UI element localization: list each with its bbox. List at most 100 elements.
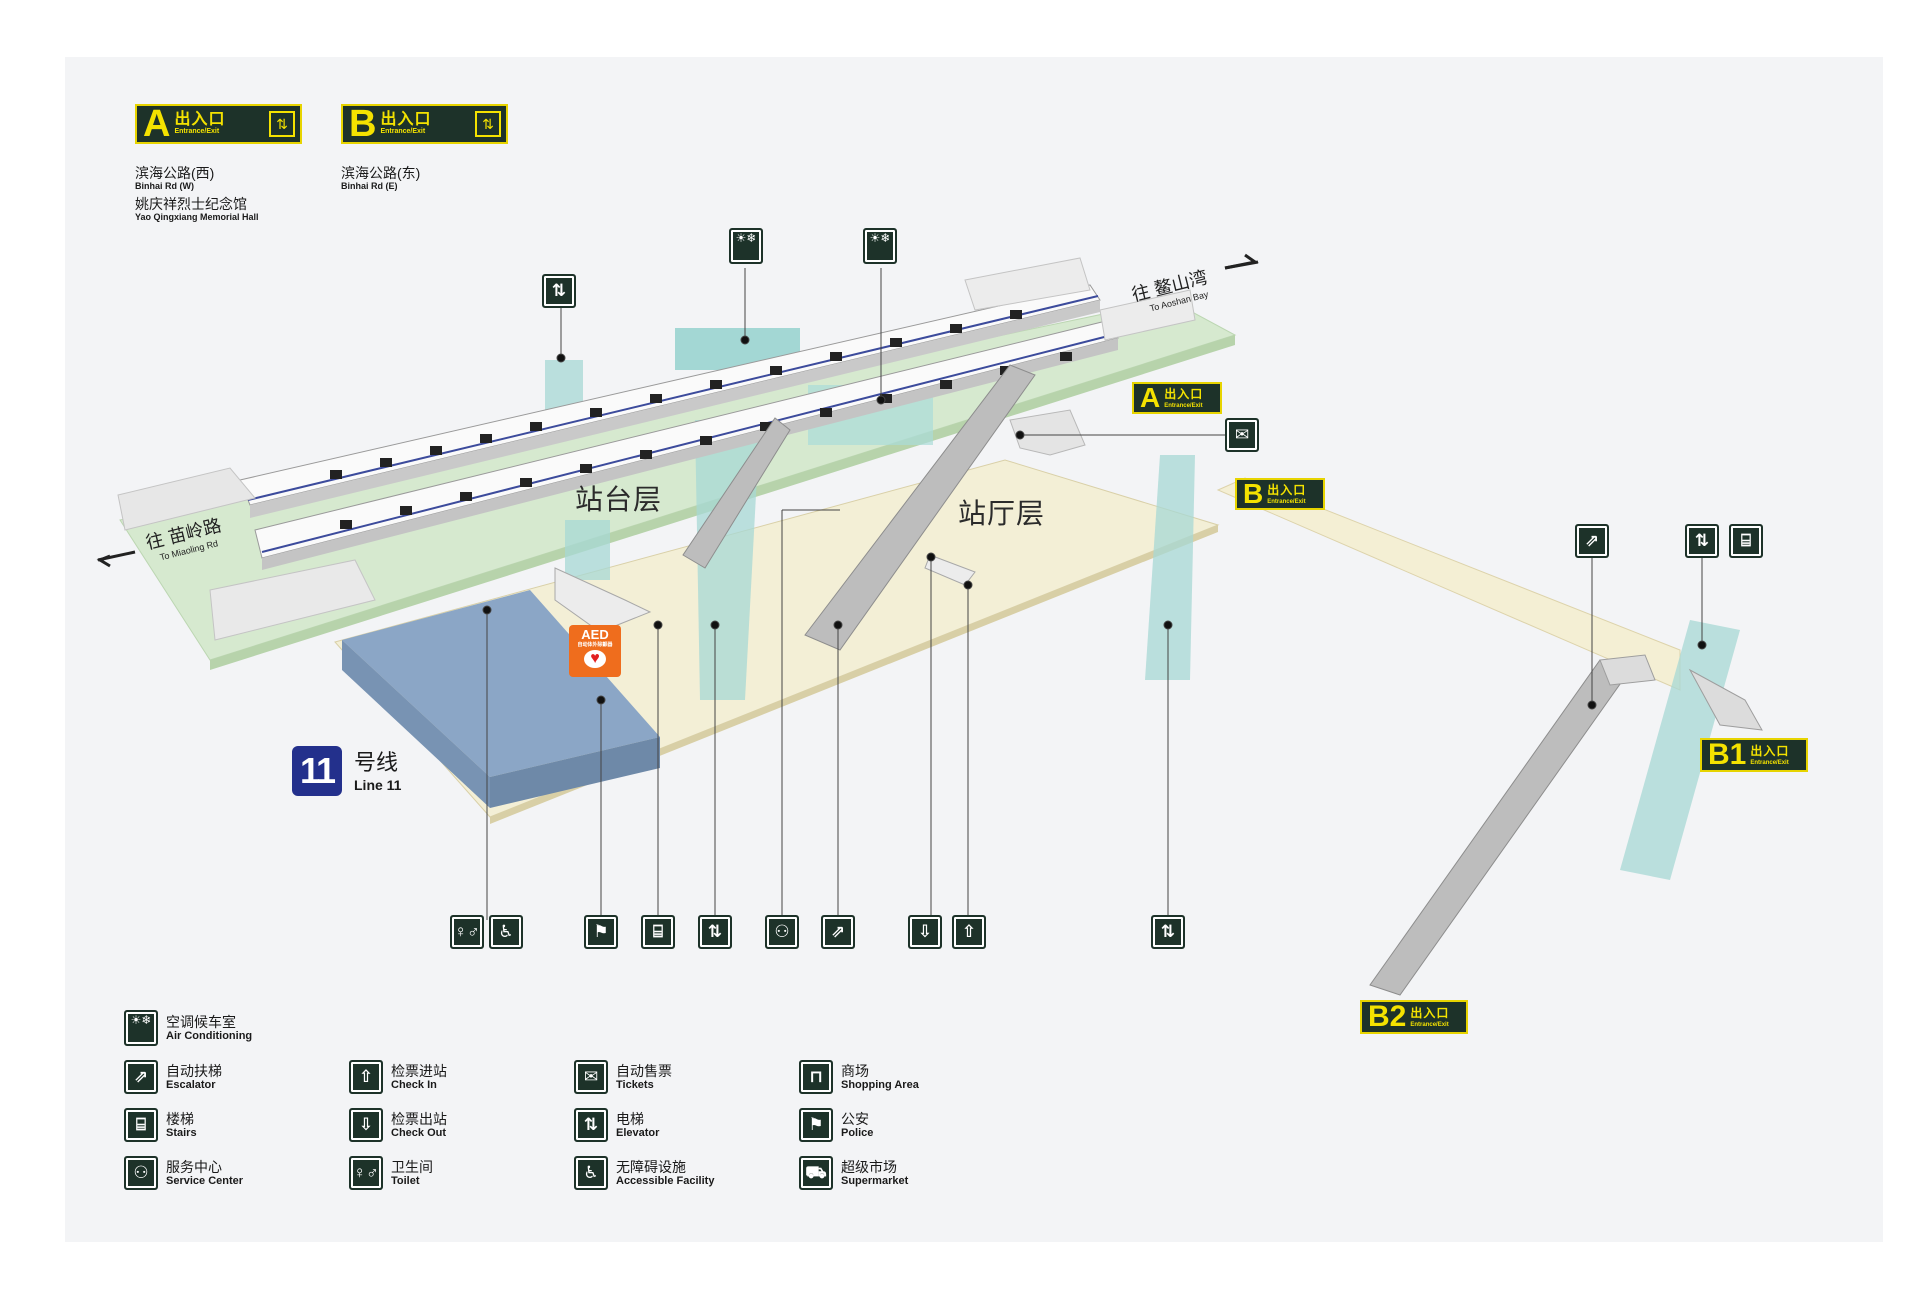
service-center-icon: ⚇ bbox=[765, 915, 799, 949]
stairs-icon: ⌸ bbox=[124, 1108, 158, 1142]
legend-en: Escalator bbox=[166, 1078, 216, 1091]
aed-sub: 自动体外除颤器 bbox=[577, 642, 613, 648]
escalator-icon: ⇗ bbox=[821, 915, 855, 949]
elevator-icon: ⇅ bbox=[574, 1108, 608, 1142]
west-building-2 bbox=[209, 559, 376, 641]
check-out-icon: ⇩ bbox=[349, 1108, 383, 1142]
air-conditioning-icon: ☀❄ bbox=[124, 1010, 158, 1046]
legend-en: Check In bbox=[391, 1078, 437, 1091]
check-in-icon: ⇧ bbox=[349, 1060, 383, 1094]
exit-b-sign: B 出入口 Entrance/Exit ⇅ bbox=[341, 104, 508, 144]
aed-title: AED bbox=[581, 627, 609, 642]
exit-cn: 出入口 bbox=[1267, 483, 1307, 497]
east-building bbox=[964, 257, 1091, 311]
legend-cn: 无障碍设施 bbox=[616, 1158, 686, 1175]
exit-a-sign: A 出入口 Entrance/Exit ⇅ bbox=[135, 104, 302, 144]
platform-level-label: 站台层 bbox=[575, 484, 663, 515]
train-windows bbox=[330, 310, 1072, 529]
destination-en: Binhai Rd (W) bbox=[135, 181, 194, 191]
exit-letter: B bbox=[1243, 478, 1264, 509]
exit-en: Entrance/Exit bbox=[380, 128, 426, 135]
exit-cn: 出入口 bbox=[1750, 744, 1790, 758]
accessible-icon: ♿ bbox=[489, 915, 523, 949]
exit-letter: B2 bbox=[1368, 1000, 1407, 1033]
escalator-main bbox=[804, 364, 1036, 651]
exit-b-destinations: 滨海公路(东) Binhai Rd (E) bbox=[341, 165, 420, 192]
heart-icon: ♥ bbox=[584, 650, 606, 668]
exit-en: Entrance/Exit bbox=[1750, 760, 1789, 766]
toilet-icon: ♀♂ bbox=[349, 1156, 383, 1190]
legend-en: Shopping Area bbox=[841, 1078, 919, 1091]
police-icon: ⚑ bbox=[584, 915, 618, 949]
map-exit-b1: B1 出入口 Entrance/Exit bbox=[1700, 738, 1808, 772]
destination-en: Yao Qingxiang Memorial Hall bbox=[135, 212, 259, 222]
map-exit-a: A 出入口 Entrance/Exit bbox=[1132, 382, 1222, 414]
elevator-icon: ⇅ bbox=[1151, 915, 1185, 949]
equipment-block-side bbox=[342, 640, 490, 808]
equipment-block-front bbox=[490, 737, 660, 808]
escalator-icon: ⇗ bbox=[124, 1060, 158, 1094]
destination-cn: 滨海公路(西) bbox=[135, 165, 215, 181]
line-cn: 号线 bbox=[354, 750, 399, 775]
destination-cn: 滨海公路(东) bbox=[341, 165, 421, 181]
legend-en: Tickets bbox=[616, 1078, 654, 1091]
accessible-icon: ♿ bbox=[574, 1156, 608, 1190]
escalator-b2-top bbox=[1599, 654, 1656, 686]
elevator-icon: ⇅ bbox=[542, 274, 576, 308]
east-building-2 bbox=[1099, 289, 1196, 341]
legend-cn: 自动售票 bbox=[616, 1062, 672, 1079]
legend-cn: 空调候车室 bbox=[166, 1013, 236, 1030]
toilet-icon: ♀♂ bbox=[450, 915, 484, 949]
line-11-badge: 11 bbox=[292, 746, 342, 796]
legend-cn: 服务中心 bbox=[166, 1158, 222, 1175]
exit-en: Entrance/Exit bbox=[1267, 499, 1306, 505]
legend-en: Air Conditioning bbox=[166, 1029, 253, 1042]
elevator-icon: ⇅ bbox=[475, 111, 501, 137]
air-conditioning-icon: ☀❄ bbox=[729, 228, 763, 264]
check-in-icon: ⇧ bbox=[952, 915, 986, 949]
legend-en: Toilet bbox=[391, 1174, 420, 1187]
legend-cn: 商场 bbox=[841, 1062, 869, 1079]
entrance-a-structure bbox=[1009, 409, 1086, 456]
legend-en: Supermarket bbox=[841, 1174, 909, 1187]
tickets-icon: ✉ bbox=[574, 1060, 608, 1094]
legend-cn: 超级市场 bbox=[841, 1158, 897, 1175]
line-en: Line 11 bbox=[354, 777, 402, 793]
equipment-block-top bbox=[342, 590, 660, 777]
west-building bbox=[117, 467, 256, 531]
exit-letter: B1 bbox=[1708, 738, 1747, 771]
exit-a-destinations: 滨海公路(西) Binhai Rd (W) 姚庆祥烈士纪念馆 Yao Qingx… bbox=[135, 165, 259, 223]
escalator-platform-1 bbox=[682, 417, 791, 569]
legend-cn: 卫生间 bbox=[391, 1158, 433, 1175]
escalator-b2 bbox=[1369, 659, 1631, 996]
elevator-icon: ⇅ bbox=[269, 111, 295, 137]
aed-sign: AED 自动体外除颤器 ♥ bbox=[569, 625, 621, 677]
destination-cn: 姚庆祥烈士纪念馆 bbox=[135, 196, 247, 212]
elevator-icon: ⇅ bbox=[698, 915, 732, 949]
legend-cn: 检票进站 bbox=[391, 1062, 447, 1079]
exit-en: Entrance/Exit bbox=[1410, 1022, 1449, 1028]
column-3 bbox=[1145, 455, 1195, 680]
stairs-platform bbox=[554, 567, 652, 633]
escalator-icon: ⇗ bbox=[1575, 524, 1609, 558]
service-center-icon: ⚇ bbox=[124, 1156, 158, 1190]
map-exit-b2: B2 出入口 Entrance/Exit bbox=[1360, 1000, 1468, 1034]
exit-letter: A bbox=[1140, 382, 1161, 413]
supermarket-icon: ⛟ bbox=[799, 1156, 833, 1190]
concourse-floor-edge bbox=[490, 525, 1218, 824]
legend-en: Accessible Facility bbox=[616, 1174, 715, 1187]
legend-en: Stairs bbox=[166, 1126, 197, 1139]
check-out-icon: ⇩ bbox=[908, 915, 942, 949]
exit-cn: 出入口 bbox=[1164, 387, 1204, 401]
exit-cn: 出入口 bbox=[380, 111, 432, 128]
exit-letter: A bbox=[143, 103, 171, 145]
